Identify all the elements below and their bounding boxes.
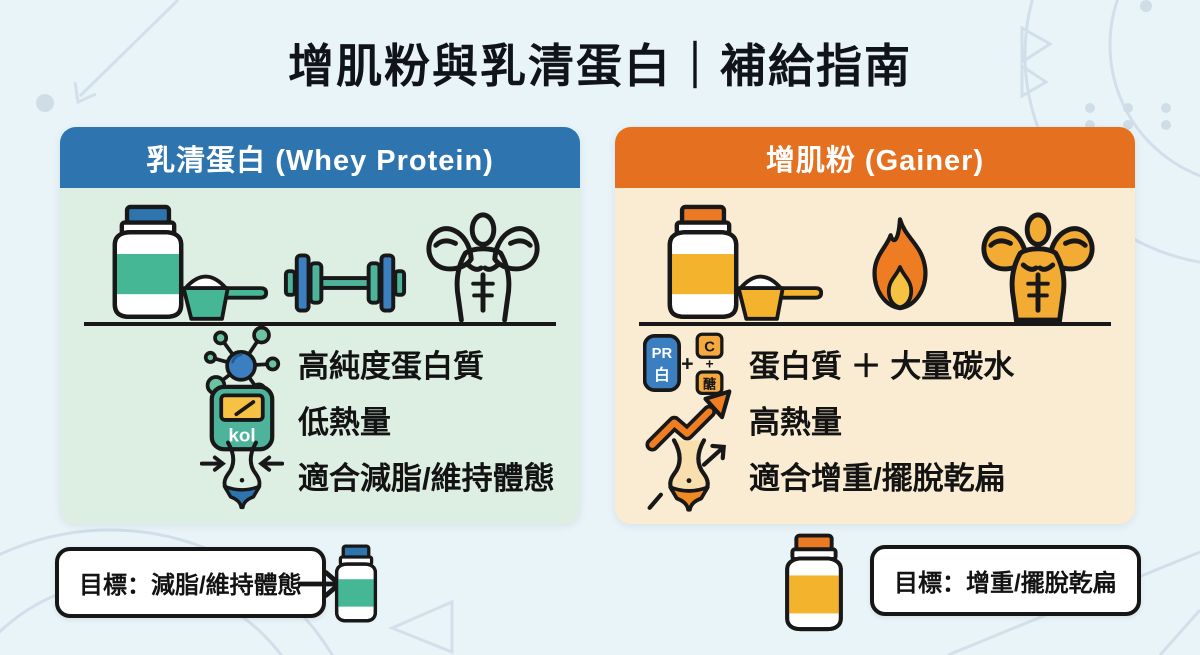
- gaining-waist-icon: [647, 438, 726, 512]
- whey-panel-header: 乳清蛋白 (Whey Protein): [60, 127, 580, 188]
- whey-goal-box: 目標：減脂/維持體態: [55, 547, 326, 618]
- rising-arrow-icon: [645, 389, 732, 452]
- whey-bullet-purity-label: 高純度蛋白質: [298, 348, 484, 384]
- carb-cn-label: 醣: [703, 375, 716, 391]
- whey-small-jar-icon: [334, 544, 378, 623]
- plus-mid-label: +: [681, 351, 693, 375]
- gainer-panel-header: 增肌粉 (Gainer): [615, 127, 1135, 188]
- calorie-meter-icon: kol: [209, 384, 275, 452]
- whey-bullet-low-calorie-label: 低熱量: [298, 404, 391, 440]
- protein-jar-icon: [667, 204, 739, 320]
- whey-bullet-purity: 高純度蛋白質: [200, 325, 580, 400]
- gainer-icons-row: [639, 196, 1111, 326]
- dumbbell-icon: [283, 253, 407, 313]
- protein-cn-label: 白: [654, 365, 670, 384]
- whey-jar-and-scoop: [100, 200, 269, 322]
- gainer-bullet-high-calorie: 高熱量: [643, 389, 1135, 452]
- whey-bullet-fat-loss: 適合減脂/維持體態: [200, 440, 580, 510]
- protein-jar-icon: [112, 204, 184, 320]
- protein-abbr-label: PR: [652, 346, 673, 362]
- gainer-bullet-high-calorie-label: 高熱量: [749, 404, 842, 440]
- whey-icons-row: [84, 196, 556, 326]
- gainer-bullet-protein-carbs-label: 蛋白質 ＋ 大量碳水: [749, 348, 1015, 384]
- slim-waist-icon: [200, 440, 284, 510]
- page-title: 增肌粉與乳清蛋白｜補給指南: [288, 40, 912, 92]
- gainer-bullet-list: PR 白 + C + 醣 蛋白質 ＋ 大量碳水: [615, 332, 1135, 512]
- flame-icon: [872, 217, 928, 311]
- flexing-muscles-icon: [426, 212, 540, 322]
- gainer-small-jar-icon: [785, 533, 843, 632]
- protein-plus-carbs-icon: PR 白 + C + 醣: [643, 332, 724, 396]
- gainer-bullet-weight-gain: 適合增重/擺脫乾扁: [643, 438, 1135, 512]
- gainer-jar-and-scoop: [655, 200, 824, 322]
- plus-small-label: +: [705, 356, 713, 372]
- gainer-bullet-protein-carbs: PR 白 + C + 醣 蛋白質 ＋ 大量碳水: [643, 332, 1135, 396]
- gainer-bullet-weight-gain-label: 適合增重/擺脫乾扁: [749, 460, 1006, 496]
- calorie-meter-label: kol: [228, 426, 255, 447]
- whey-bullet-fat-loss-label: 適合減脂/維持體態: [298, 460, 555, 496]
- flexing-muscles-icon: [981, 212, 1095, 322]
- whey-bullet-list: 高純度蛋白質 kol 低熱量: [60, 325, 580, 510]
- gainer-goal-box: 目標：增重/擺脫乾扁: [870, 545, 1141, 616]
- gainer-panel: 增肌粉 (Gainer): [615, 127, 1135, 524]
- whey-bullet-low-calorie: kol 低熱量: [200, 384, 580, 452]
- scoop-icon: [181, 274, 269, 321]
- scoop-icon: [736, 274, 824, 321]
- whey-protein-panel: 乳清蛋白 (Whey Protein): [60, 127, 580, 524]
- carb-abbr-label: C: [704, 340, 715, 356]
